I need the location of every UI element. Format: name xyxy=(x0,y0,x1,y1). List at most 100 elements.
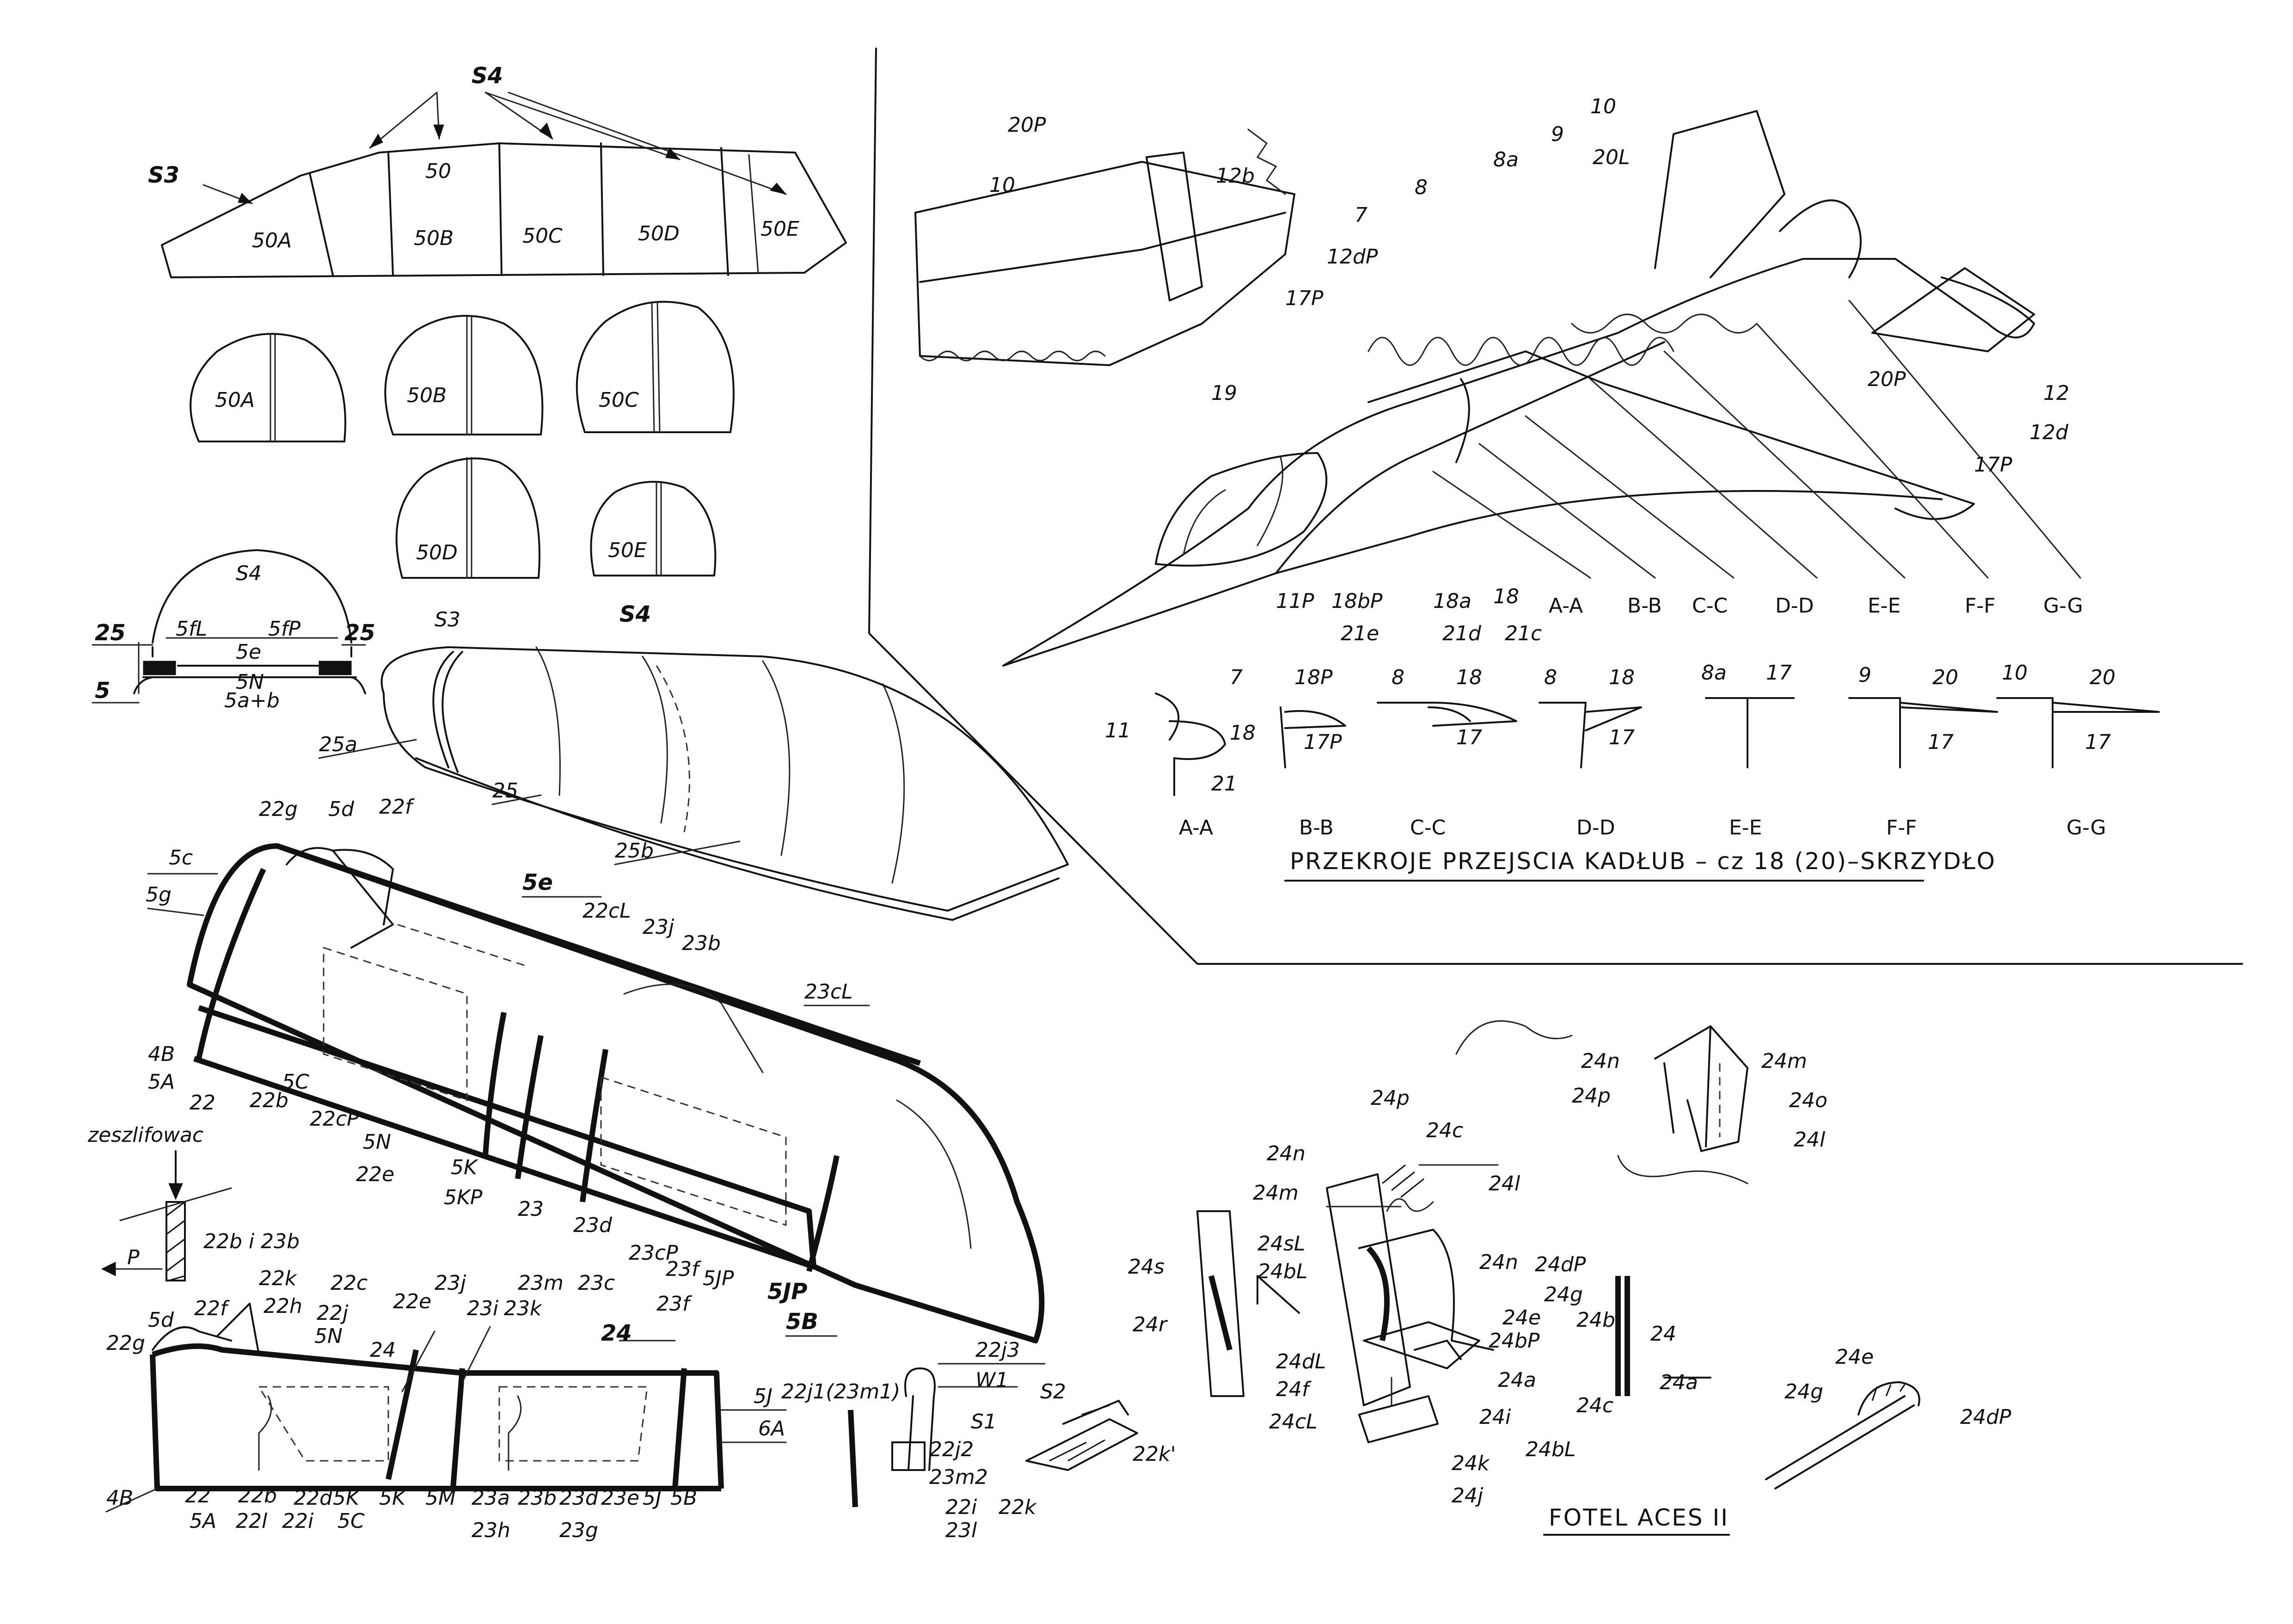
seat-label: 24dP xyxy=(1535,1253,1586,1276)
seat-label: 24k xyxy=(1452,1452,1490,1475)
side-label: 5K xyxy=(333,1486,361,1510)
svg-text:9: 9 xyxy=(1858,663,1871,687)
section-g-g: 10 20 17 G-G xyxy=(1996,661,2160,840)
side-label: 23e xyxy=(601,1486,639,1510)
seat-label: 24n xyxy=(1267,1142,1306,1165)
cockpit-label: 5c xyxy=(169,846,193,870)
side-label: 23b xyxy=(518,1486,557,1510)
aircraft-label: 8 xyxy=(1415,176,1428,199)
svg-text:17P: 17P xyxy=(1304,730,1342,754)
svg-text:C-C: C-C xyxy=(1410,816,1446,840)
frame-label: 50C xyxy=(599,388,639,412)
side-label: 22l xyxy=(236,1509,268,1533)
aircraft-label: 12 xyxy=(2043,381,2069,405)
cockpit-label: 5JP xyxy=(703,1267,734,1290)
aircraft-label: 10 xyxy=(1590,95,1616,118)
stick-label: W1 xyxy=(975,1368,1009,1392)
aircraft-overview: 20P 12b 10 12dP 17P 10 9 8a 20L 8 7 19 2… xyxy=(914,95,2083,667)
headrest-label: 24o xyxy=(1789,1089,1827,1112)
cockpit-label: 22f xyxy=(379,795,415,819)
frame-50d: 50D xyxy=(395,457,540,579)
svg-text:7: 7 xyxy=(1230,666,1243,689)
aircraft-label: 8a xyxy=(1493,148,1519,172)
canopy-3d: S3 S4 25a 25 25b xyxy=(318,601,1069,921)
aircraft-label: 17P xyxy=(1285,287,1324,310)
section-label: S4 xyxy=(236,562,262,585)
rail-label: 24g xyxy=(1784,1380,1823,1403)
seat-label: 24e xyxy=(1502,1306,1541,1330)
stick-label: 23l xyxy=(945,1519,977,1542)
aircraft-label: 20P xyxy=(1868,368,1906,391)
side-label: 6A xyxy=(758,1417,785,1440)
side-label: 24 xyxy=(370,1338,396,1362)
strip-part-label: 50C xyxy=(522,224,563,248)
seat-label: 24p xyxy=(1371,1086,1410,1110)
svg-text:17: 17 xyxy=(1766,661,1792,685)
canopy-3d-label: S4 xyxy=(619,601,651,627)
svg-text:8: 8 xyxy=(1392,666,1404,689)
frame-label: 50E xyxy=(608,539,647,562)
side-label: 22b xyxy=(238,1484,277,1508)
canopy-cross-section: S4 25 5fL 5fP 25 5e 5N 5 5a+b xyxy=(92,549,375,712)
sanding-text: zeszlifowac xyxy=(87,1123,203,1147)
svg-text:10: 10 xyxy=(2002,661,2028,685)
aircraft-label: 21c xyxy=(1505,622,1542,645)
seat-label: 24l xyxy=(1489,1172,1520,1195)
canopy-3d-label: 25 xyxy=(492,779,518,803)
cockpit-label: 23j xyxy=(643,915,674,939)
side-label: 23k xyxy=(504,1297,542,1320)
section-label: 5 xyxy=(95,678,110,704)
side-label: 22j xyxy=(317,1301,349,1325)
cockpit-3d: 22g 5d 22f 5c 5g 5e 22cL 23j 23b 23cL 4B… xyxy=(146,795,1045,1343)
cockpit-label: 23cP xyxy=(629,1241,678,1265)
cockpit-label: 22e xyxy=(356,1163,394,1186)
seat-label: 24sL xyxy=(1257,1232,1305,1256)
aircraft-label: F-F xyxy=(1965,594,1996,618)
aircraft-label: 12dP xyxy=(1327,245,1378,269)
svg-text:20: 20 xyxy=(1932,666,1958,689)
section-e-e: 8a 17 E-E xyxy=(1701,661,1795,840)
seat-label: 24dL xyxy=(1276,1350,1326,1373)
aircraft-label: E-E xyxy=(1868,594,1901,618)
seat-label: 24bL xyxy=(1257,1260,1307,1283)
seat-label: 24 xyxy=(1650,1322,1676,1346)
rail-label: 24dP xyxy=(1960,1405,2011,1429)
strip-part-label: 50E xyxy=(760,217,799,241)
svg-text:11: 11 xyxy=(1105,719,1131,742)
seat-label: 24c xyxy=(1426,1119,1463,1142)
aircraft-label: 12b xyxy=(1216,164,1255,188)
side-label: 5M xyxy=(425,1486,456,1510)
instrument-panel: S2 S1 22k' 22k xyxy=(971,1380,1176,1519)
seat-label: 24a xyxy=(1660,1371,1698,1394)
section-label: 5fL xyxy=(176,617,207,641)
section-c-c: 8 18 17 C-C xyxy=(1377,666,1517,840)
section-f-f: 9 20 17 F-F xyxy=(1848,663,1998,840)
frame-label: 50D xyxy=(416,541,458,564)
cockpit-side: 22g 5d 22f 22k 22h 22c 22j 5N 22e 24 23j… xyxy=(105,1267,787,1542)
canopy-3d-label: 25b xyxy=(615,839,654,863)
svg-text:17: 17 xyxy=(1928,730,1954,754)
frame-50e: 50E xyxy=(590,481,717,576)
seat-label: 24c xyxy=(1576,1394,1613,1417)
aircraft-label: 10 xyxy=(989,173,1015,197)
section-label: 25 xyxy=(344,620,375,646)
aircraft-label: 20L xyxy=(1593,146,1630,169)
stick-label: 22j3 xyxy=(975,1338,1020,1362)
svg-text:17: 17 xyxy=(1456,726,1482,749)
side-label: 5J xyxy=(754,1385,773,1408)
aircraft-label: B-B xyxy=(1627,594,1662,618)
svg-text:18P: 18P xyxy=(1294,666,1333,689)
aircraft-label: 18bP xyxy=(1331,589,1383,613)
headrest-label: 24n xyxy=(1581,1049,1620,1073)
aircraft-label: 21d xyxy=(1442,622,1482,645)
cockpit-label: 23 xyxy=(518,1197,544,1221)
side-label: 5A xyxy=(190,1509,216,1533)
cockpit-label: 5KP xyxy=(444,1186,483,1209)
svg-text:17: 17 xyxy=(1609,726,1635,749)
aircraft-label: 19 xyxy=(1211,381,1237,405)
cockpit-label: 4B xyxy=(148,1042,175,1066)
headrest-label: 24m xyxy=(1761,1049,1807,1073)
svg-text:E-E: E-E xyxy=(1729,816,1762,840)
side-label: 23d xyxy=(559,1486,599,1510)
